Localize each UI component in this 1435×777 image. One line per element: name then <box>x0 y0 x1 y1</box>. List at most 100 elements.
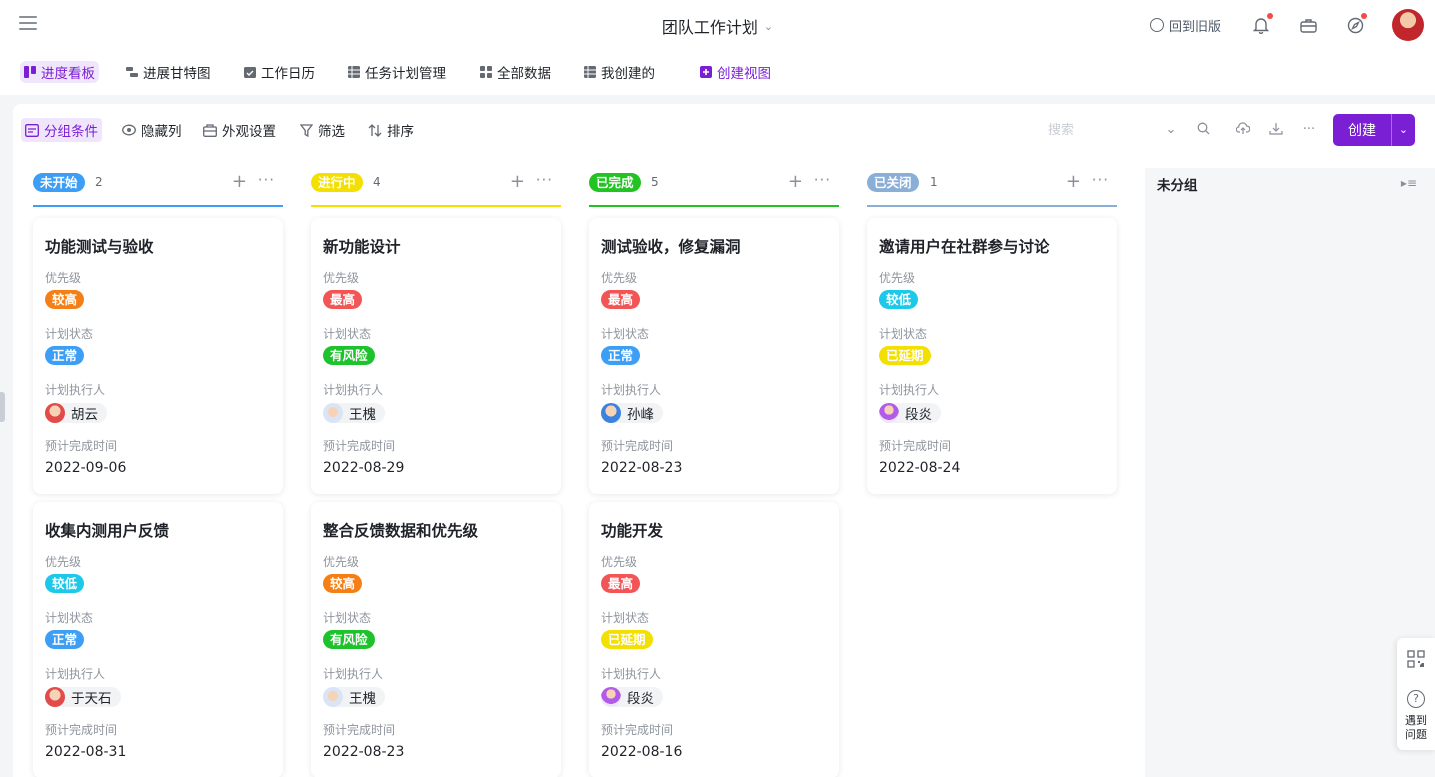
bell-icon[interactable] <box>1251 13 1273 35</box>
more-icon[interactable]: ··· <box>535 171 553 189</box>
column-status-badge[interactable]: 进行中 <box>311 173 363 192</box>
column-status-badge[interactable]: 未开始 <box>33 173 85 192</box>
search-input[interactable] <box>1048 118 1178 142</box>
search-icon[interactable] <box>1195 122 1211 138</box>
card-title: 收集内测用户反馈 <box>45 522 170 540</box>
due-date-value: 2022-08-16 <box>601 744 683 760</box>
user-avatar[interactable] <box>1392 9 1424 41</box>
assignee-label: 计划执行人 <box>601 383 662 397</box>
filter-button[interactable]: 筛选 <box>296 118 349 142</box>
plan-status-label: 计划状态 <box>601 327 650 341</box>
priority-label: 优先级 <box>601 271 638 285</box>
assignee-label: 计划执行人 <box>45 667 106 681</box>
due-date-label: 预计完成时间 <box>45 439 118 453</box>
question-icon[interactable]: ? <box>1407 690 1425 708</box>
chevron-down-icon[interactable]: ⌄ <box>1391 114 1415 146</box>
priority-label: 优先级 <box>45 271 82 285</box>
tab-progress-board[interactable]: 进度看板 <box>20 61 99 83</box>
help-label[interactable]: 遇到问题 <box>1405 714 1427 741</box>
group-icon <box>25 123 39 137</box>
plus-square-icon <box>700 66 712 78</box>
assignee-chip: 王槐 <box>323 687 385 707</box>
sort-icon <box>368 123 382 137</box>
group-by-button[interactable]: 分组条件 <box>21 118 102 142</box>
grid-icon <box>348 66 360 78</box>
more-icon[interactable]: ··· <box>813 171 831 189</box>
hide-columns-button[interactable]: 隐藏列 <box>118 118 186 142</box>
plan-status-tag: 正常 <box>601 346 641 365</box>
board-icon <box>24 66 36 78</box>
document-title[interactable]: 团队工作计划 ⌄ <box>661 18 774 37</box>
assignee-chip: 胡云 <box>45 403 107 423</box>
menu-icon[interactable] <box>19 16 37 30</box>
column-divider <box>867 205 1117 207</box>
more-icon[interactable]: ··· <box>1302 122 1316 137</box>
card-title: 邀请用户在社群参与讨论 <box>879 238 1050 256</box>
add-card-icon[interactable]: + <box>509 171 525 192</box>
download-icon[interactable] <box>1268 122 1284 138</box>
appearance-button[interactable]: 外观设置 <box>199 118 280 142</box>
column-status-badge[interactable]: 已关闭 <box>867 173 919 192</box>
compass-icon[interactable] <box>1345 13 1367 35</box>
avatar <box>601 403 621 423</box>
more-icon[interactable]: ··· <box>257 171 275 189</box>
gantt-icon <box>126 67 138 77</box>
more-icon[interactable]: ··· <box>1091 171 1109 189</box>
priority-tag: 较低 <box>45 574 85 593</box>
assignee-label: 计划执行人 <box>601 667 662 681</box>
assignee-chip: 段炎 <box>879 403 941 423</box>
tab-gantt[interactable]: 进展甘特图 <box>122 61 215 83</box>
assignee-name: 段炎 <box>627 691 654 707</box>
chevron-down-icon: ⌄ <box>763 19 774 33</box>
assignee-label: 计划执行人 <box>45 383 106 397</box>
plan-status-label: 计划状态 <box>45 611 94 625</box>
priority-tag: 较低 <box>879 290 919 309</box>
priority-tag: 较高 <box>45 290 85 309</box>
due-date-label: 预计完成时间 <box>323 439 396 453</box>
due-date-value: 2022-08-23 <box>323 744 405 760</box>
top-bar: 团队工作计划 ⌄ 回到旧版 <box>0 0 1435 50</box>
switch-icon <box>1149 18 1164 32</box>
old-version-link[interactable]: 回到旧版 <box>1149 16 1221 35</box>
assignee-name: 段炎 <box>905 407 932 423</box>
chevron-down-icon[interactable]: ⌄ <box>1165 122 1177 137</box>
notification-dot <box>1361 13 1367 19</box>
avatar <box>323 403 343 423</box>
assignee-name: 王槐 <box>349 691 376 707</box>
tab-all-data[interactable]: 全部数据 <box>476 61 555 83</box>
card-title: 功能测试与验收 <box>45 238 154 256</box>
create-view-button[interactable]: 创建视图 <box>696 61 775 83</box>
sidebar-handle[interactable] <box>0 392 5 422</box>
assignee-name: 王槐 <box>349 407 376 423</box>
column-status-badge[interactable]: 已完成 <box>589 173 641 192</box>
create-record-button[interactable]: 创建 ⌄ <box>1333 114 1415 146</box>
sort-button[interactable]: 排序 <box>364 118 418 142</box>
due-date-label: 预计完成时间 <box>601 439 674 453</box>
plan-status-tag: 正常 <box>45 346 85 365</box>
add-card-icon[interactable]: + <box>1065 171 1081 192</box>
tab-calendar[interactable]: 工作日历 <box>240 61 319 83</box>
briefcase-icon[interactable] <box>1298 15 1318 35</box>
plan-status-tag: 有风险 <box>323 630 375 649</box>
add-card-icon[interactable]: + <box>231 171 247 192</box>
qr-code-icon[interactable] <box>1407 650 1425 668</box>
avatar <box>601 687 621 707</box>
column-divider <box>311 205 561 207</box>
tab-created-by-me[interactable]: 我创建的 <box>580 61 659 83</box>
calendar-icon <box>244 67 256 78</box>
column-divider <box>33 205 283 207</box>
tab-task-plan[interactable]: 任务计划管理 <box>344 61 450 83</box>
add-card-icon[interactable]: + <box>787 171 803 192</box>
collapse-icon[interactable]: ▸≡ <box>1400 176 1417 190</box>
upload-icon[interactable] <box>1235 122 1251 138</box>
plan-status-label: 计划状态 <box>879 327 928 341</box>
